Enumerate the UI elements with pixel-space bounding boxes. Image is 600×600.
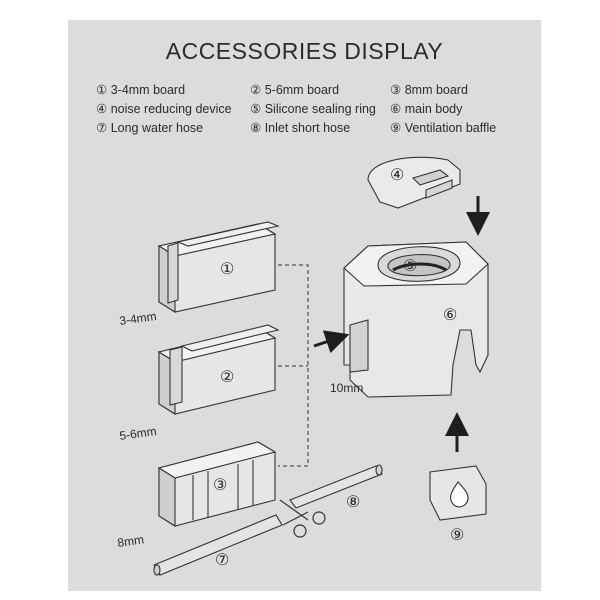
legend-item-8: ⑧ Inlet short hose bbox=[250, 121, 351, 135]
inlet-short-hose bbox=[289, 464, 383, 509]
long-water-hose bbox=[153, 514, 283, 576]
baffle-number: ⑨ bbox=[450, 527, 464, 544]
main-body-size: 10mm bbox=[330, 381, 363, 395]
board-2-number: ② bbox=[220, 369, 234, 386]
board-1-size: 3-4mm bbox=[118, 309, 157, 328]
long-hose-number: ⑦ bbox=[215, 552, 229, 569]
board-1-number: ① bbox=[220, 261, 234, 278]
dashed-connectors bbox=[278, 264, 309, 467]
legend-item-1: ① 3-4mm board bbox=[96, 83, 186, 97]
legend-item-9: ⑨ Ventilation baffle bbox=[390, 121, 497, 135]
legend-item-4: ④ noise reducing device bbox=[96, 102, 232, 116]
main-body-number: ⑥ bbox=[443, 307, 457, 324]
board-2-size: 5-6mm bbox=[118, 424, 157, 443]
ventilation-baffle bbox=[429, 465, 487, 521]
board-3-size: 8mm bbox=[116, 532, 144, 550]
diagram-title: ACCESSORIES DISPLAY bbox=[165, 38, 444, 64]
noise-reducing-device bbox=[367, 156, 461, 209]
legend-item-6: ⑥ main body bbox=[390, 102, 463, 116]
diagram-panel: ACCESSORIES DISPLAY ① 3-4mm board ② 5-6m… bbox=[68, 20, 541, 591]
board-3 bbox=[157, 441, 277, 527]
arrows bbox=[313, 196, 490, 452]
short-hose-number: ⑧ bbox=[346, 494, 360, 511]
legend-item-7: ⑦ Long water hose bbox=[96, 121, 204, 135]
device-number: ④ bbox=[390, 167, 404, 184]
board-3-number: ③ bbox=[213, 477, 227, 494]
board-1 bbox=[157, 221, 280, 313]
main-body bbox=[343, 241, 489, 398]
legend-item-2: ② 5-6mm board bbox=[250, 83, 340, 97]
legend-item-5: ⑤ Silicone sealing ring bbox=[250, 102, 376, 116]
scissors-icon bbox=[279, 499, 326, 538]
board-2 bbox=[157, 324, 280, 415]
arrow-right bbox=[313, 330, 350, 354]
accessories-illustration: ① 3-4mm ② 5-6mm ③ 8mm ④ bbox=[116, 156, 490, 576]
legend-item-3: ③ 8mm board bbox=[390, 83, 468, 97]
sealing-ring-number: ⑤ bbox=[403, 258, 417, 275]
